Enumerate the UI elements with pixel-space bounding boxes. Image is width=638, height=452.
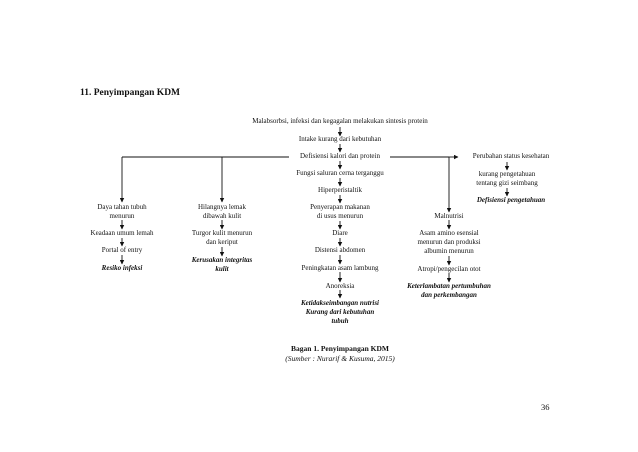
node-hilangnya: Hilangnya lemak dibawah kulit — [198, 203, 246, 221]
node-penyerapan-line-1: Penyerapan makanan — [310, 203, 370, 211]
node-intake: Intake kurang dari kebutuhan — [298, 135, 382, 143]
node-kurang-pengetahuan-line-1: kurang pengetahuan — [478, 170, 536, 178]
node-hilangnya-line-1: Hilangnya lemak — [197, 203, 247, 211]
node-kurang-pengetahuan-line-2: tentang gizi seimbang — [476, 179, 538, 187]
node-portal: Portal of entry — [101, 246, 143, 254]
node-kerusakan-line-1: Kerusakan integritas — [191, 256, 253, 264]
node-peningkatan: Peningkatan asam lambung — [301, 264, 379, 272]
node-ketidakseimbangan: Ketidakseimbangan nutrisi Kurang dari ke… — [301, 299, 379, 326]
node-defisiensi: Defisiensi kalori dan protein — [300, 152, 380, 160]
node-diare: Diare — [332, 229, 348, 237]
figure-caption-title: Bagan 1. Penyimpangan KDM — [291, 344, 389, 353]
node-resiko-infeksi: Resiko infeksi — [101, 264, 143, 272]
node-turgor: Turgor kulit menurun dan keriput — [192, 229, 252, 247]
node-asam-amino-line-2: menurun dan produksi — [417, 238, 481, 246]
page-number: 36 — [541, 402, 550, 412]
node-asam-amino: Asam amino esensial menurun dan produksi… — [418, 229, 481, 256]
node-kerusakan-line-2: kulit — [215, 265, 229, 273]
node-daya-tahan: Daya tahan tubuh menurun — [97, 203, 146, 221]
node-turgor-line-1: Turgor kulit menurun — [191, 229, 253, 237]
node-atropi: Atropi/pengecilan otot — [417, 265, 481, 273]
node-keterlambatan: Keterlambatan pertumbuhan dan perkembang… — [407, 282, 491, 300]
node-ketidakseimbangan-line-3: tubuh — [331, 317, 349, 325]
node-hiperperistaltik: Hiperperistaltik — [318, 186, 362, 194]
node-keterlambatan-line-1: Keterlambatan pertumbuhan — [407, 282, 491, 290]
section-heading: 11. Penyimpangan KDM — [80, 88, 181, 98]
figure-caption-source: (Sumber : Nurarif & Kusuma, 2015) — [285, 354, 395, 363]
node-defisiensi-pengetahuan: Defisiensi pengetahuan — [476, 196, 546, 204]
node-ketidakseimbangan-line-2: Kurang dari kebutuhan — [305, 308, 375, 316]
node-daya-tahan-line-2: menurun — [109, 212, 135, 220]
node-fungsi: Fungsi saluran cerna terganggu — [296, 169, 384, 177]
node-kerusakan: Kerusakan integritas kulit — [192, 256, 253, 274]
node-perubahan: Perubahan status kesehatan — [472, 152, 550, 160]
node-distensi: Distensi abdomen — [314, 246, 366, 254]
node-malnutrisi: Malnutrisi — [434, 212, 464, 220]
node-keadaan-umum: Keadaan umum lemah — [90, 229, 154, 237]
node-malabsorbsi: Malabsorbsi, infeksi dan kegagalan melak… — [252, 117, 428, 125]
node-asam-amino-line-3: albumin menurun — [424, 247, 474, 255]
node-kurang-pengetahuan: kurang pengetahuan tentang gizi seimbang — [476, 170, 537, 188]
node-hilangnya-line-2: dibawah kulit — [202, 212, 242, 220]
node-penyerapan-line-2: di usus menurun — [316, 212, 364, 220]
node-turgor-line-2: dan keriput — [206, 238, 238, 246]
node-anoreksia: Anoreksia — [325, 282, 355, 290]
node-ketidakseimbangan-line-1: Ketidakseimbangan nutrisi — [301, 299, 379, 307]
node-keterlambatan-line-2: dan perkembangan — [421, 291, 477, 299]
node-asam-amino-line-1: Asam amino esensial — [419, 229, 479, 237]
node-penyerapan: Penyerapan makanan di usus menurun — [310, 203, 370, 221]
node-daya-tahan-line-1: Daya tahan tubuh — [97, 203, 147, 211]
